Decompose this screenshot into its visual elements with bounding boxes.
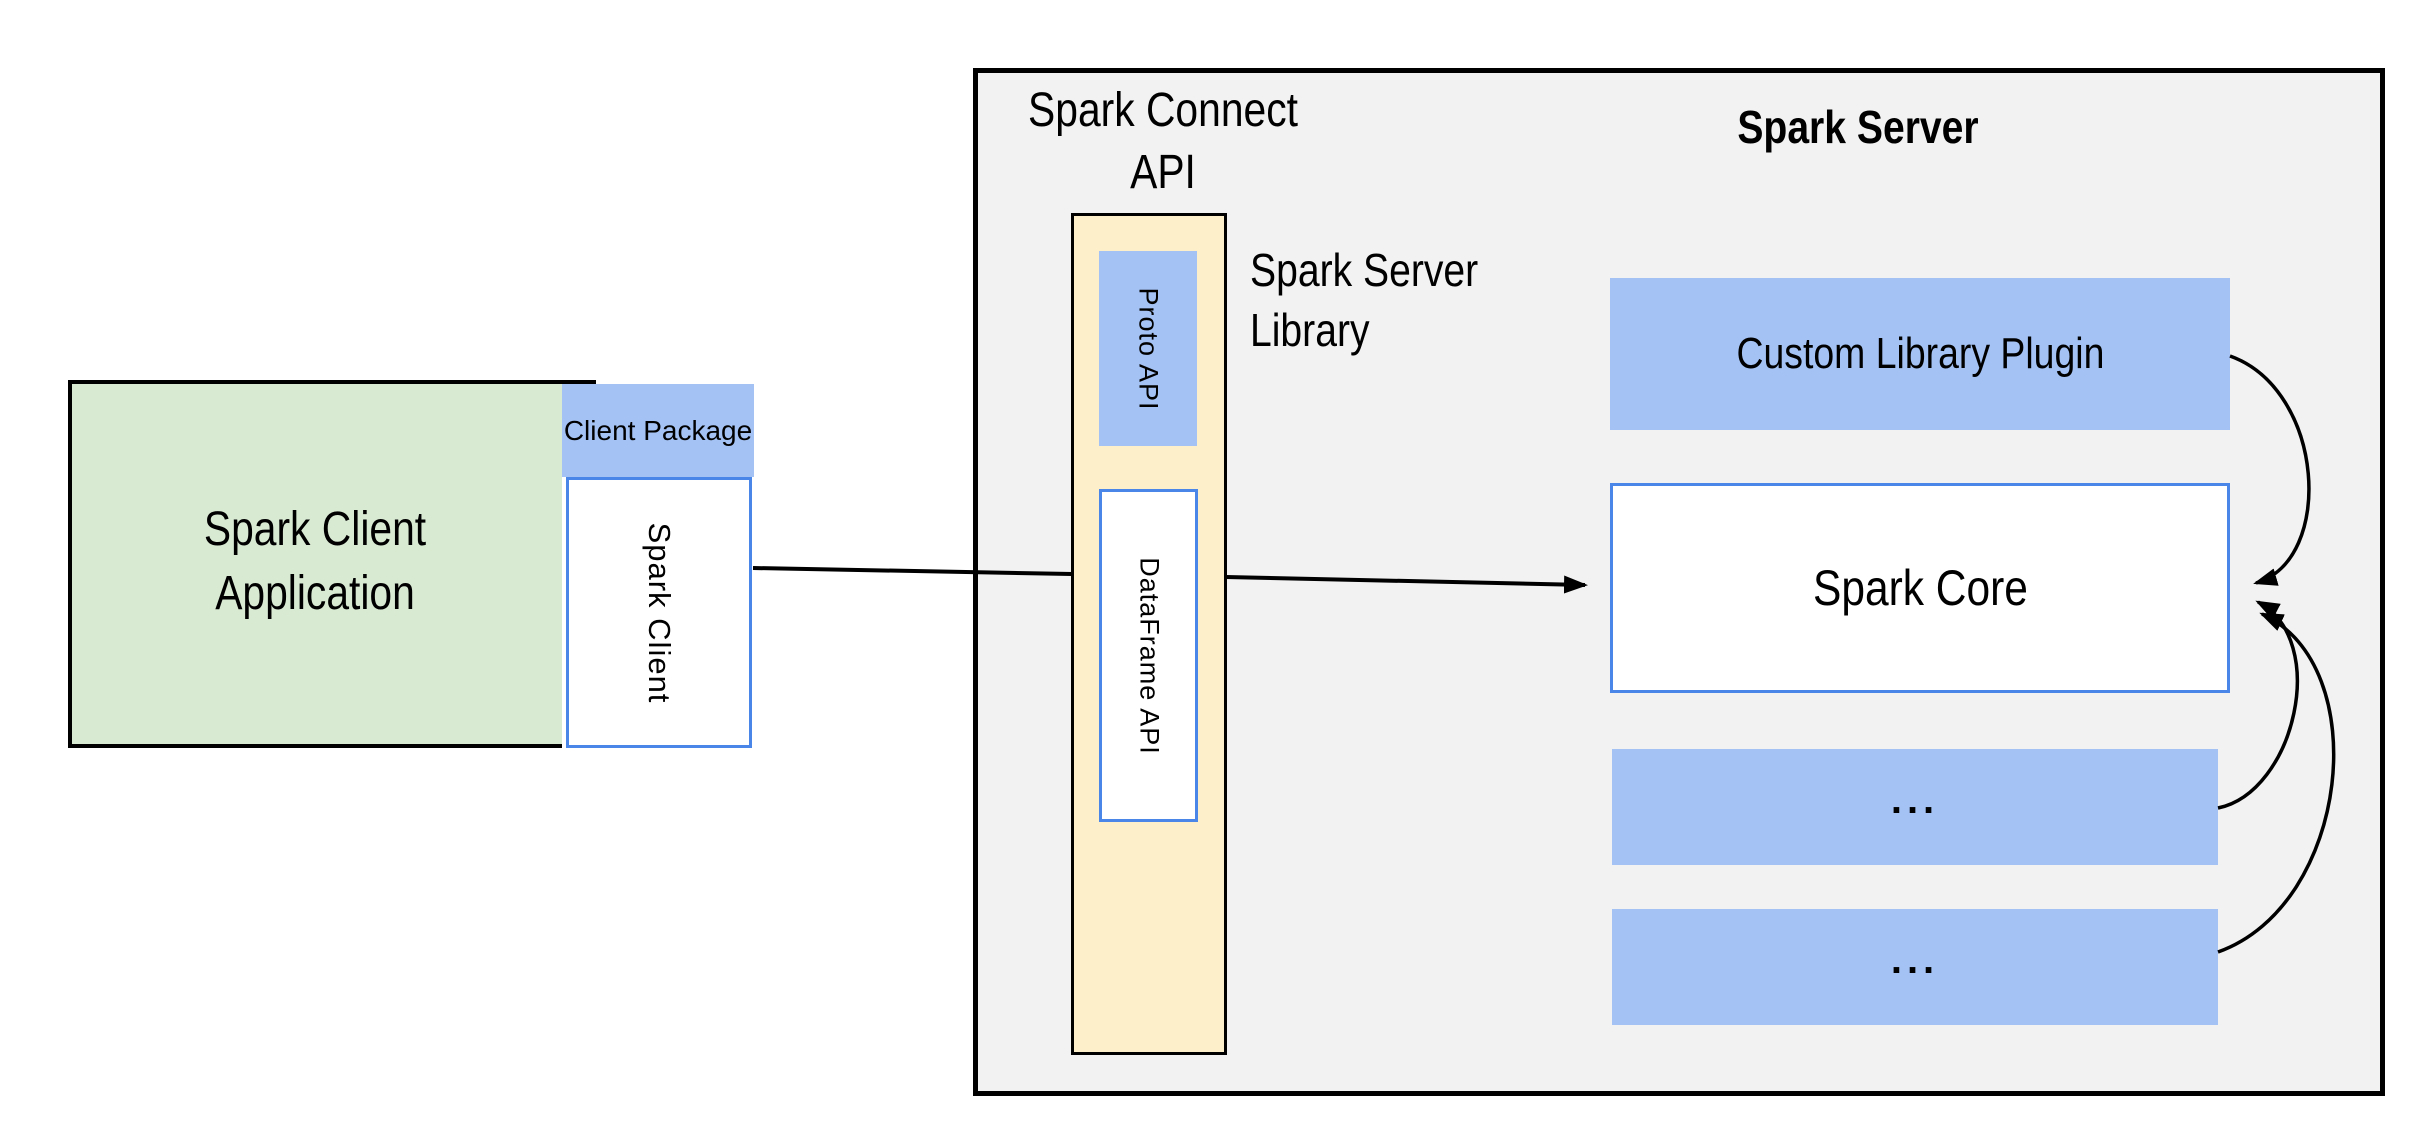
dataframe-api-label: DataFrame API bbox=[1134, 556, 1164, 755]
spark-server-library-text: Spark Server Library bbox=[1250, 244, 1479, 356]
custom-library-plugin-label: Custom Library Plugin bbox=[1736, 329, 2104, 378]
spark-client-application-box bbox=[68, 380, 562, 748]
spark-server-library-label: Spark Server Library bbox=[1250, 240, 1630, 360]
ellipsis-box-2: ... bbox=[1612, 909, 2218, 1025]
spark-connect-api-text: Spark Connect API bbox=[1028, 84, 1298, 199]
ellipsis-label-2: ... bbox=[1890, 937, 1940, 982]
custom-library-plugin-box: Custom Library Plugin bbox=[1610, 278, 2230, 430]
spark-server-title-text: Spark Server bbox=[1737, 101, 1979, 153]
proto-api-label: Proto API bbox=[1133, 286, 1164, 411]
spark-client-application-label: Spark Client Application bbox=[95, 498, 535, 626]
spark-client-box: Spark Client bbox=[566, 477, 752, 748]
spark-core-label: Spark Core bbox=[1812, 560, 2028, 616]
ellipsis-label-1: ... bbox=[1890, 777, 1940, 822]
client-package-label: Client Package bbox=[563, 414, 753, 446]
spark-server-title: Spark Server bbox=[1658, 100, 2058, 154]
client-package-box: Client Package bbox=[562, 384, 754, 477]
spark-core-box: Spark Core bbox=[1610, 483, 2230, 693]
ellipsis-box-1: ... bbox=[1612, 749, 2218, 865]
proto-api-box: Proto API bbox=[1099, 251, 1197, 446]
spark-connect-api-label: Spark Connect API bbox=[983, 80, 1343, 204]
dataframe-api-box: DataFrame API bbox=[1099, 489, 1198, 822]
spark-client-application-text: Spark Client Application bbox=[203, 503, 427, 620]
spark-client-label: Spark Client bbox=[642, 522, 677, 703]
